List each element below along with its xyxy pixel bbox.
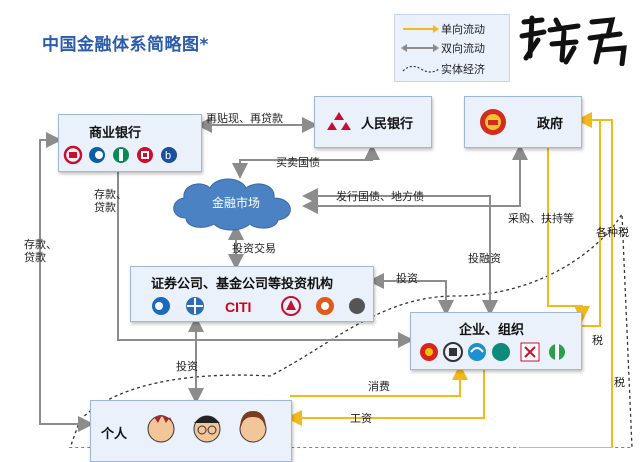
citi-logo: CITI	[225, 299, 251, 315]
label-investment-right: 投资	[396, 272, 418, 285]
pinwheel-logo	[549, 344, 565, 360]
connector-layer	[39, 112, 633, 448]
institution-logos: CITI	[152, 296, 365, 316]
commercial-bank-label: 商业银行	[89, 126, 142, 141]
pboc-emblem-icon	[327, 112, 351, 130]
calligraphy-logo	[520, 342, 540, 362]
label-buy-sell-bonds: 买卖国债	[276, 156, 320, 169]
government-label: 政府	[537, 117, 564, 132]
bank-logos: b	[63, 145, 177, 165]
enterprise-logos	[420, 342, 565, 362]
huatai-logo	[316, 297, 334, 315]
label-investment-down: 投资	[176, 360, 198, 373]
enterprises-label: 企业、组织	[459, 323, 525, 338]
node-enterprises: 企业、组织	[410, 312, 582, 370]
label-tax-enterprise: 税	[592, 334, 603, 347]
svg-text:CITI: CITI	[225, 299, 251, 315]
label-rediscount: 再贴现、再贷款	[206, 112, 283, 125]
label-wages: 工资	[350, 412, 372, 425]
ccb-logo	[137, 147, 153, 163]
petrochina-logo	[420, 343, 438, 361]
person-male-icon	[147, 415, 175, 443]
person-female-icon	[239, 411, 267, 443]
label-investment-financing: 投融资	[468, 252, 501, 265]
national-emblem-icon	[480, 109, 506, 135]
pboc-label: 人民银行	[361, 117, 414, 132]
label-consumption: 消费	[368, 380, 390, 393]
citic-securities-logo	[152, 297, 170, 315]
node-commercial-bank: 商业银行 b	[58, 114, 202, 172]
node-government: 政府	[464, 96, 582, 148]
china-mobile-logo	[468, 343, 486, 361]
investment-institutions-label: 证券公司、基金公司等投资机构	[151, 277, 334, 292]
label-issue-bonds: 发行国债、地方债	[336, 190, 424, 203]
guotai-logo	[281, 296, 301, 316]
node-pboc: 人民银行	[314, 96, 432, 148]
label-various-taxes: 各种税	[596, 226, 629, 239]
bocom-logo: b	[161, 147, 177, 163]
financial-market-label: 金融市场	[212, 195, 260, 210]
person-glasses-icon	[193, 415, 221, 443]
legend-two-way: 双向流动	[441, 42, 485, 55]
node-financial-market: 金融市场	[173, 178, 291, 231]
node-individuals: 个人	[90, 400, 292, 462]
node-investment-institutions: 证券公司、基金公司等投资机构 CITI	[130, 266, 374, 322]
individuals-label: 个人	[101, 427, 128, 442]
legend-real-economy: 实体经济	[441, 63, 485, 76]
diagram-title: 中国金融体系简略图*	[42, 35, 209, 55]
signature-strokes	[519, 15, 627, 67]
legend-one-way: 单向流动	[441, 23, 485, 36]
haitong-logo	[186, 297, 204, 315]
svg-text:b: b	[165, 150, 171, 162]
label-deposits-loans-bank: 存款、 贷款	[94, 188, 127, 214]
calligraphy-signature	[516, 12, 634, 67]
fund-logo	[349, 298, 365, 314]
label-procurement: 采购、扶持等	[508, 212, 574, 225]
label-tax-individual: 税	[614, 376, 625, 389]
sinopec-logo	[443, 342, 463, 362]
abc-logo	[113, 147, 129, 163]
label-deposits-loans-left: 存款、 贷款	[24, 238, 57, 264]
individual-icons	[147, 411, 267, 443]
legend: 单向流动 双向流动 实体经济	[394, 14, 510, 82]
state-grid-logo	[492, 343, 510, 361]
legend-symbols	[401, 25, 440, 73]
icbc-logo	[63, 145, 83, 165]
boc-logo	[89, 147, 105, 163]
label-investment-trading: 投资交易	[232, 242, 276, 255]
